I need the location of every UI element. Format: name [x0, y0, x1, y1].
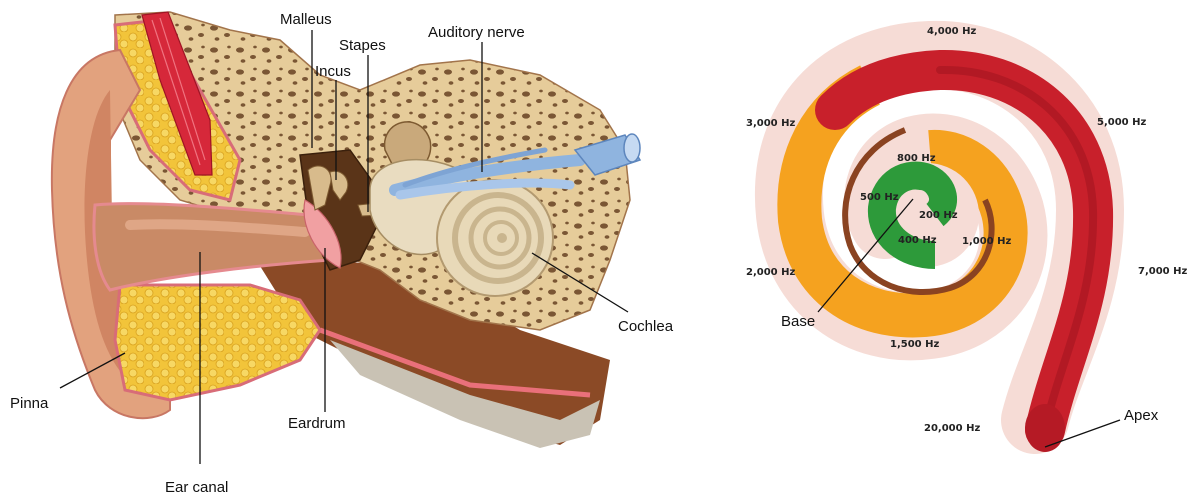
label-eardrum: Eardrum [288, 415, 346, 432]
label-base: Base [781, 313, 815, 330]
lower-fat [115, 285, 320, 400]
hz-5000: 5,000 Hz [1097, 117, 1146, 128]
hz-1000: 1,000 Hz [962, 236, 1011, 247]
cochlea-frequency-map [789, 55, 1093, 452]
label-ear-canal: Ear canal [165, 479, 228, 496]
hz-500: 500 Hz [860, 192, 899, 203]
cochlea-spiral [437, 180, 553, 296]
hz-3000: 3,000 Hz [746, 118, 795, 129]
label-apex: Apex [1124, 407, 1159, 424]
hz-400: 400 Hz [898, 235, 937, 246]
hz-20000: 20,000 Hz [924, 423, 980, 434]
hz-1500: 1,500 Hz [890, 339, 939, 350]
label-pinna: Pinna [10, 395, 49, 412]
hz-200: 200 Hz [919, 210, 958, 221]
hz-4000: 4,000 Hz [927, 26, 976, 37]
cochlea-apex-cap [1025, 404, 1065, 452]
hz-2000: 2,000 Hz [746, 267, 795, 278]
cochlea-center [912, 190, 928, 206]
label-cochlea: Cochlea [618, 318, 674, 335]
hz-7000: 7,000 Hz [1138, 266, 1187, 277]
label-malleus: Malleus [280, 11, 332, 28]
label-auditory-nerve: Auditory nerve [428, 24, 525, 41]
label-stapes: Stapes [339, 37, 386, 54]
label-incus: Incus [315, 63, 351, 80]
hz-800: 800 Hz [897, 153, 936, 164]
